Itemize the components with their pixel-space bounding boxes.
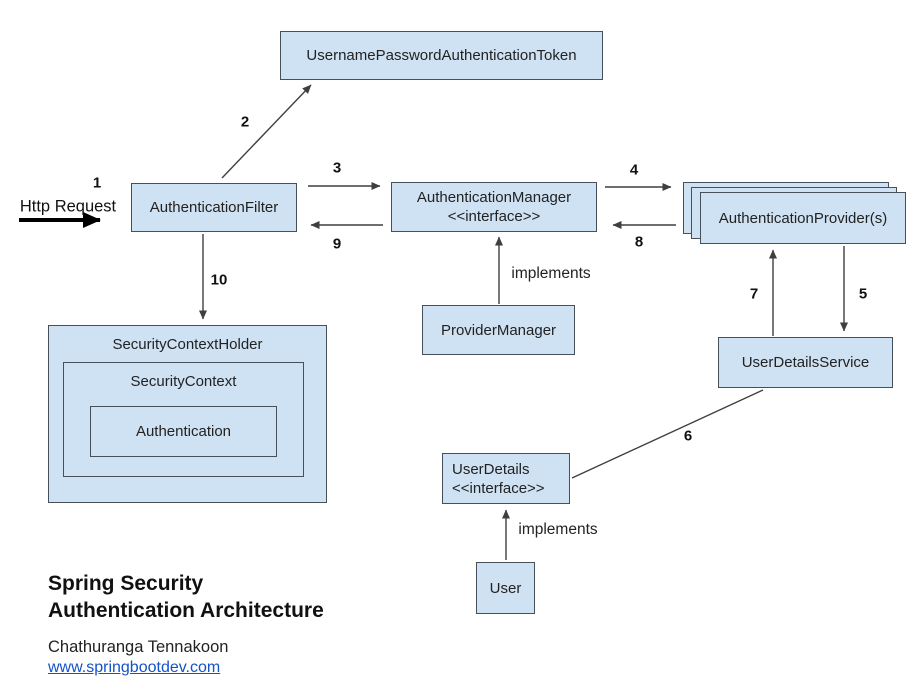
- node-stereotype: <<interface>>: [452, 479, 545, 497]
- diagram-title-line1: Spring Security: [48, 572, 204, 595]
- node-label: SecurityContext: [130, 373, 237, 390]
- node-user-details-service: UserDetailsService: [718, 337, 893, 388]
- node-label: Authentication: [135, 423, 232, 440]
- website-link[interactable]: www.springbootdev.com: [48, 659, 221, 676]
- node-label: UserDetailsService: [741, 354, 870, 371]
- node-provider-manager: ProviderManager: [422, 305, 575, 355]
- node-user: User: [476, 562, 535, 614]
- edge-label-8: 8: [634, 233, 644, 251]
- diagram-title: Spring Security Authentication Architect…: [48, 570, 324, 624]
- node-stereotype: <<interface>>: [447, 208, 541, 225]
- implements-label-user: implements: [518, 521, 598, 538]
- node-username-password-authentication-token: UsernamePasswordAuthenticationToken: [280, 31, 603, 80]
- edge-label-10: 10: [210, 271, 228, 289]
- node-label: UserDetails: [452, 460, 530, 478]
- implements-label-manager: implements: [511, 265, 591, 282]
- node-authentication-providers-stack: AuthenticationProvider(s): [683, 182, 907, 245]
- edge-label-5: 5: [858, 285, 868, 303]
- edge-label-4: 4: [629, 161, 639, 179]
- edge-label-9: 9: [332, 235, 342, 253]
- edge-label-7: 7: [749, 285, 759, 303]
- website-link-wrap: www.springbootdev.com: [48, 659, 220, 677]
- node-authentication-filter: AuthenticationFilter: [131, 183, 297, 232]
- author-name: Chathuranga Tennakoon: [48, 638, 229, 656]
- diagram-title-line2: Authentication Architecture: [48, 599, 324, 622]
- edge-label-2: 2: [240, 113, 250, 131]
- node-authentication-providers: AuthenticationProvider(s): [700, 192, 906, 244]
- node-label: UsernamePasswordAuthenticationToken: [306, 47, 577, 64]
- edge-step2: [221, 84, 312, 179]
- node-label: AuthenticationManager: [416, 189, 572, 206]
- node-label: AuthenticationProvider(s): [718, 209, 888, 227]
- edge-step6: [571, 389, 764, 479]
- node-authentication: Authentication: [90, 406, 277, 457]
- node-label: ProviderManager: [440, 321, 557, 339]
- edge-label-1: 1: [92, 174, 102, 192]
- node-user-details: UserDetails <<interface>>: [442, 453, 570, 504]
- http-request-label: Http Request: [19, 197, 117, 216]
- node-security-context-holder: SecurityContextHolder SecurityContext Au…: [48, 325, 327, 503]
- edge-label-6: 6: [683, 427, 693, 445]
- node-label: AuthenticationFilter: [149, 199, 279, 216]
- node-security-context: SecurityContext Authentication: [63, 362, 304, 477]
- node-label: User: [489, 579, 522, 597]
- node-authentication-manager: AuthenticationManager <<interface>>: [391, 182, 597, 232]
- node-label: SecurityContextHolder: [112, 336, 263, 353]
- edge-label-3: 3: [332, 159, 342, 177]
